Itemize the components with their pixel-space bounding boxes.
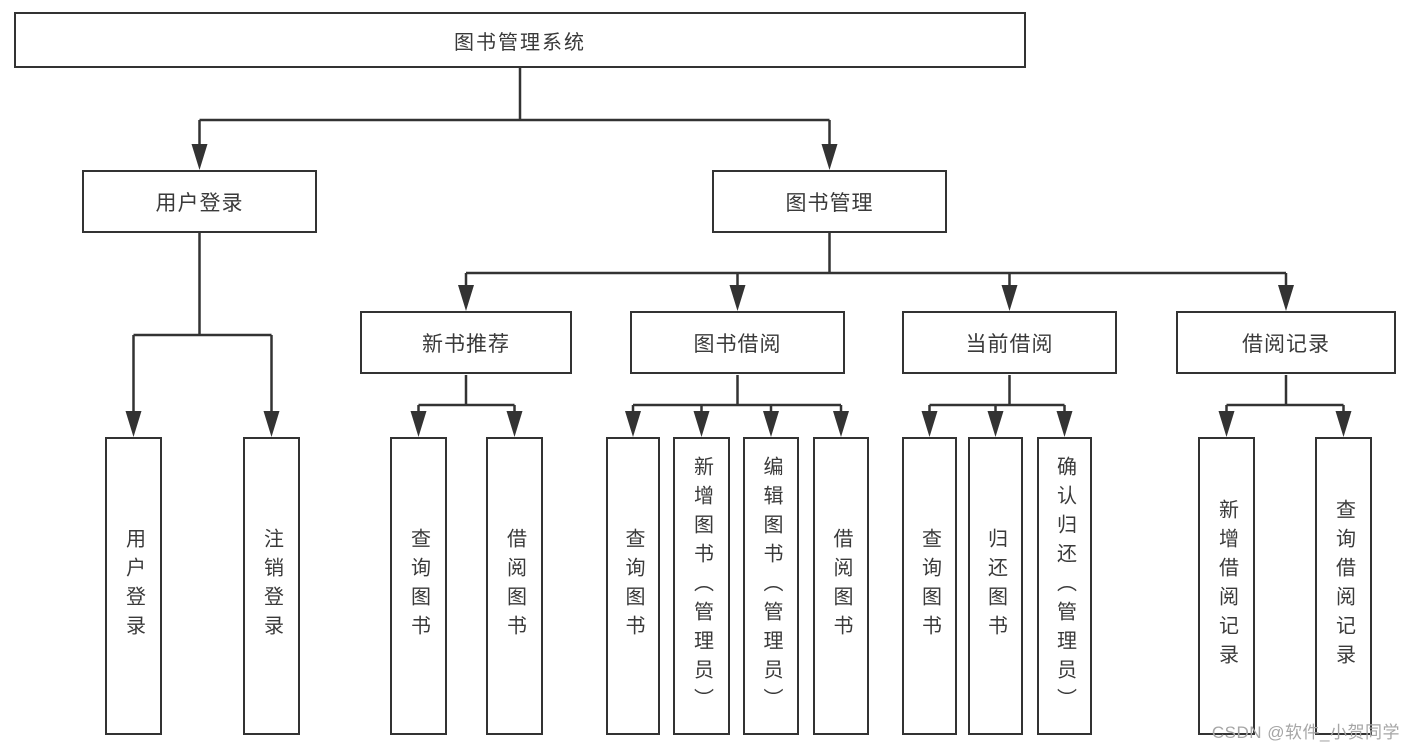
leaf-current-return-books: 归还图书 <box>968 437 1023 735</box>
leaf-user-login: 用户登录 <box>105 437 162 735</box>
node-book-borrowing: 图书借阅 <box>630 311 845 374</box>
node-root: 图书管理系统 <box>14 12 1026 68</box>
csdn-watermark: CSDN @软件_小贺同学 <box>1211 723 1400 742</box>
leaf-newbook-query-books: 查询图书 <box>390 437 447 735</box>
leaf-borrow-query-books: 查询图书 <box>606 437 660 735</box>
leaf-newbook-borrow-books: 借阅图书 <box>486 437 543 735</box>
node-borrow-records: 借阅记录 <box>1176 311 1396 374</box>
leaf-logout: 注销登录 <box>243 437 300 735</box>
node-user-login: 用户登录 <box>82 170 317 233</box>
leaf-records-query-record: 查询借阅记录 <box>1315 437 1372 735</box>
leaf-borrow-borrow-books: 借阅图书 <box>813 437 869 735</box>
node-new-book-recommend: 新书推荐 <box>360 311 572 374</box>
leaf-current-query-books: 查询图书 <box>902 437 957 735</box>
node-book-management: 图书管理 <box>712 170 947 233</box>
leaf-borrow-edit-books-admin: 编辑图书（管理员） <box>743 437 799 735</box>
leaf-current-confirm-return-admin: 确认归还（管理员） <box>1037 437 1092 735</box>
leaf-borrow-add-books-admin: 新增图书（管理员） <box>673 437 730 735</box>
leaf-records-add-record: 新增借阅记录 <box>1198 437 1255 735</box>
node-current-borrowing: 当前借阅 <box>902 311 1117 374</box>
